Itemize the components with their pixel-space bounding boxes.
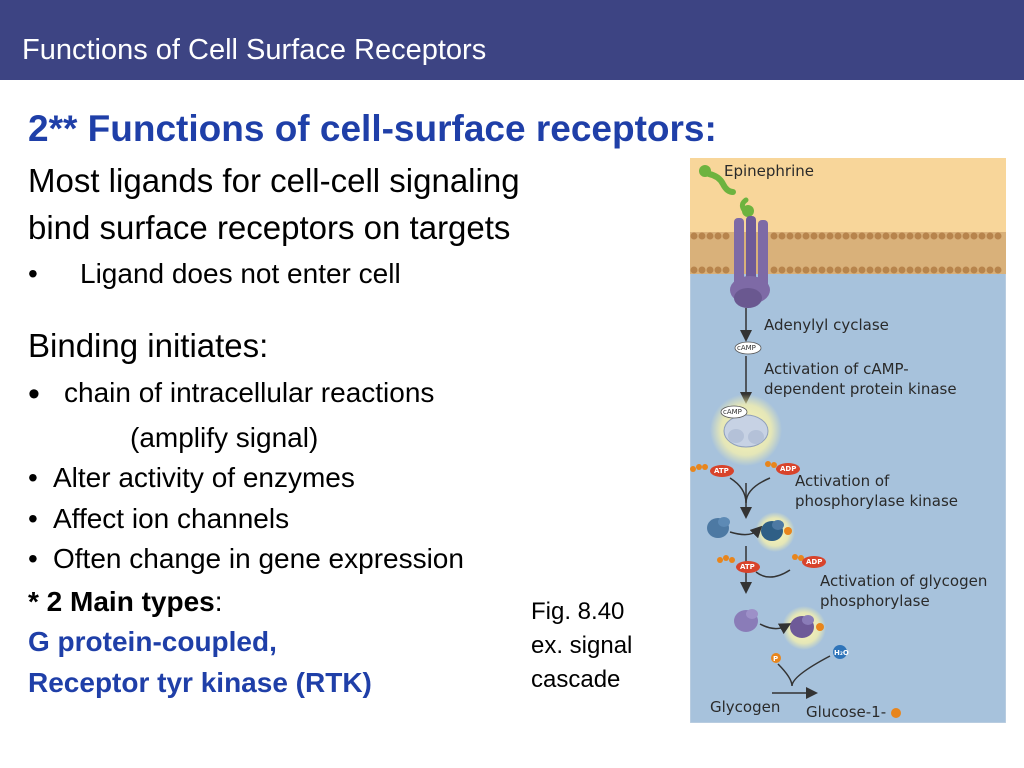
type-rtk: Receptor tyr kinase (RTK) [28,667,372,698]
caption-line-3: cascade [531,666,621,693]
bullet-text: Affect ion channels [53,503,290,534]
bullet-gene-expression: • Often change in gene expression [28,543,464,575]
atp-icon-1 [710,465,734,477]
bullet-enzymes: • Alter activity of enzymes [28,462,355,494]
camp-bound-icon [720,405,748,419]
slide-title: Functions of Cell Surface Receptors [22,34,487,66]
water-icon [833,645,847,659]
bullet-ligand: • Ligand does not enter cell [28,258,401,290]
label-atp-1: ATP [714,467,729,475]
bullet-marker: • [28,258,38,289]
label-camp-small: cAMP [737,344,756,352]
caption-line-2: ex. signal [531,632,633,659]
slide-header: Functions of Cell Surface Receptors [0,0,1024,80]
label-glucose: Glucose-1- [806,703,886,721]
label-adp-2: ADP [806,558,822,566]
inactive-phosphorylase-icon [734,609,758,632]
binding-heading: Binding initiates: [28,327,269,364]
bullet-marker: • [28,543,38,574]
intro-line-2: bind surface receptors on targets [28,209,511,246]
phosphate-chain-1 [690,464,708,472]
main-types-label: * 2 Main types [28,586,215,617]
label-phk-1: Activation of [795,472,890,490]
adp-icon-2 [802,556,826,568]
adp-icon-1 [776,463,800,475]
label-pi: P [773,655,778,663]
label-phk-2: phosphorylase kinase [795,492,958,510]
label-atp-2: ATP [740,563,755,571]
camp-small-icon [734,341,762,355]
label-pka-1: Activation of cAMP- [764,360,909,378]
label-glycogen: Glycogen [710,698,780,716]
label-adp-1: ADP [780,465,796,473]
bullet-marker: • [28,375,40,413]
phosphate-chain-3 [717,555,735,563]
receptor-icon [730,216,770,308]
signal-cascade-figure: Epinephrine Adenylyl cyclase cAMP Activa… [690,158,1006,723]
label-gp-1: Activation of glycogen [820,572,987,590]
type-gpcr: G protein-coupled, [28,626,277,657]
caption-line-1: Fig. 8.40 [531,598,625,625]
protein-kinase-icon [723,414,769,448]
phosphate-icon [771,653,781,663]
active-kinase-icon [761,520,784,541]
active-phosphorylase-icon [790,615,814,638]
intro-line-1: Most ligands for cell-cell signaling [28,162,520,199]
bullet-text: Ligand does not enter cell [80,258,401,289]
glucose-phosphate-icon [891,708,901,718]
label-pka-2: dependent protein kinase [764,380,957,398]
phosphate-chain-4 [792,554,804,561]
main-types-line: * 2 Main types: [28,586,223,618]
label-gp-2: phosphorylase [820,592,930,610]
bullet-text: chain of intracellular reactions [64,377,435,408]
bullet-ion-channels: • Affect ion channels [28,503,289,535]
bullet-amplify: (amplify signal) [130,422,319,453]
label-adenylyl-cyclase: Adenylyl cyclase [764,316,889,334]
phosphate-chain-2 [765,461,777,468]
bullet-text: Often change in gene expression [53,543,464,574]
atp-icon-2 [736,561,760,573]
bullet-marker: • [28,462,38,493]
bullet-marker: • [28,503,38,534]
epinephrine-ligand-icon [699,165,754,217]
bullet-text: Alter activity of enzymes [53,462,355,493]
label-camp-big: cAMP [723,408,742,416]
bullet-chain: • chain of intracellular reactions [28,375,434,416]
phosphate-icon [816,623,824,631]
label-epinephrine: Epinephrine [724,162,814,180]
main-heading: 2** Functions of cell-surface receptors: [28,108,717,149]
phosphate-icon [784,527,792,535]
inactive-kinase-icon [707,517,730,538]
label-h2o: H₂O [834,649,849,657]
main-types-colon: : [214,586,223,617]
